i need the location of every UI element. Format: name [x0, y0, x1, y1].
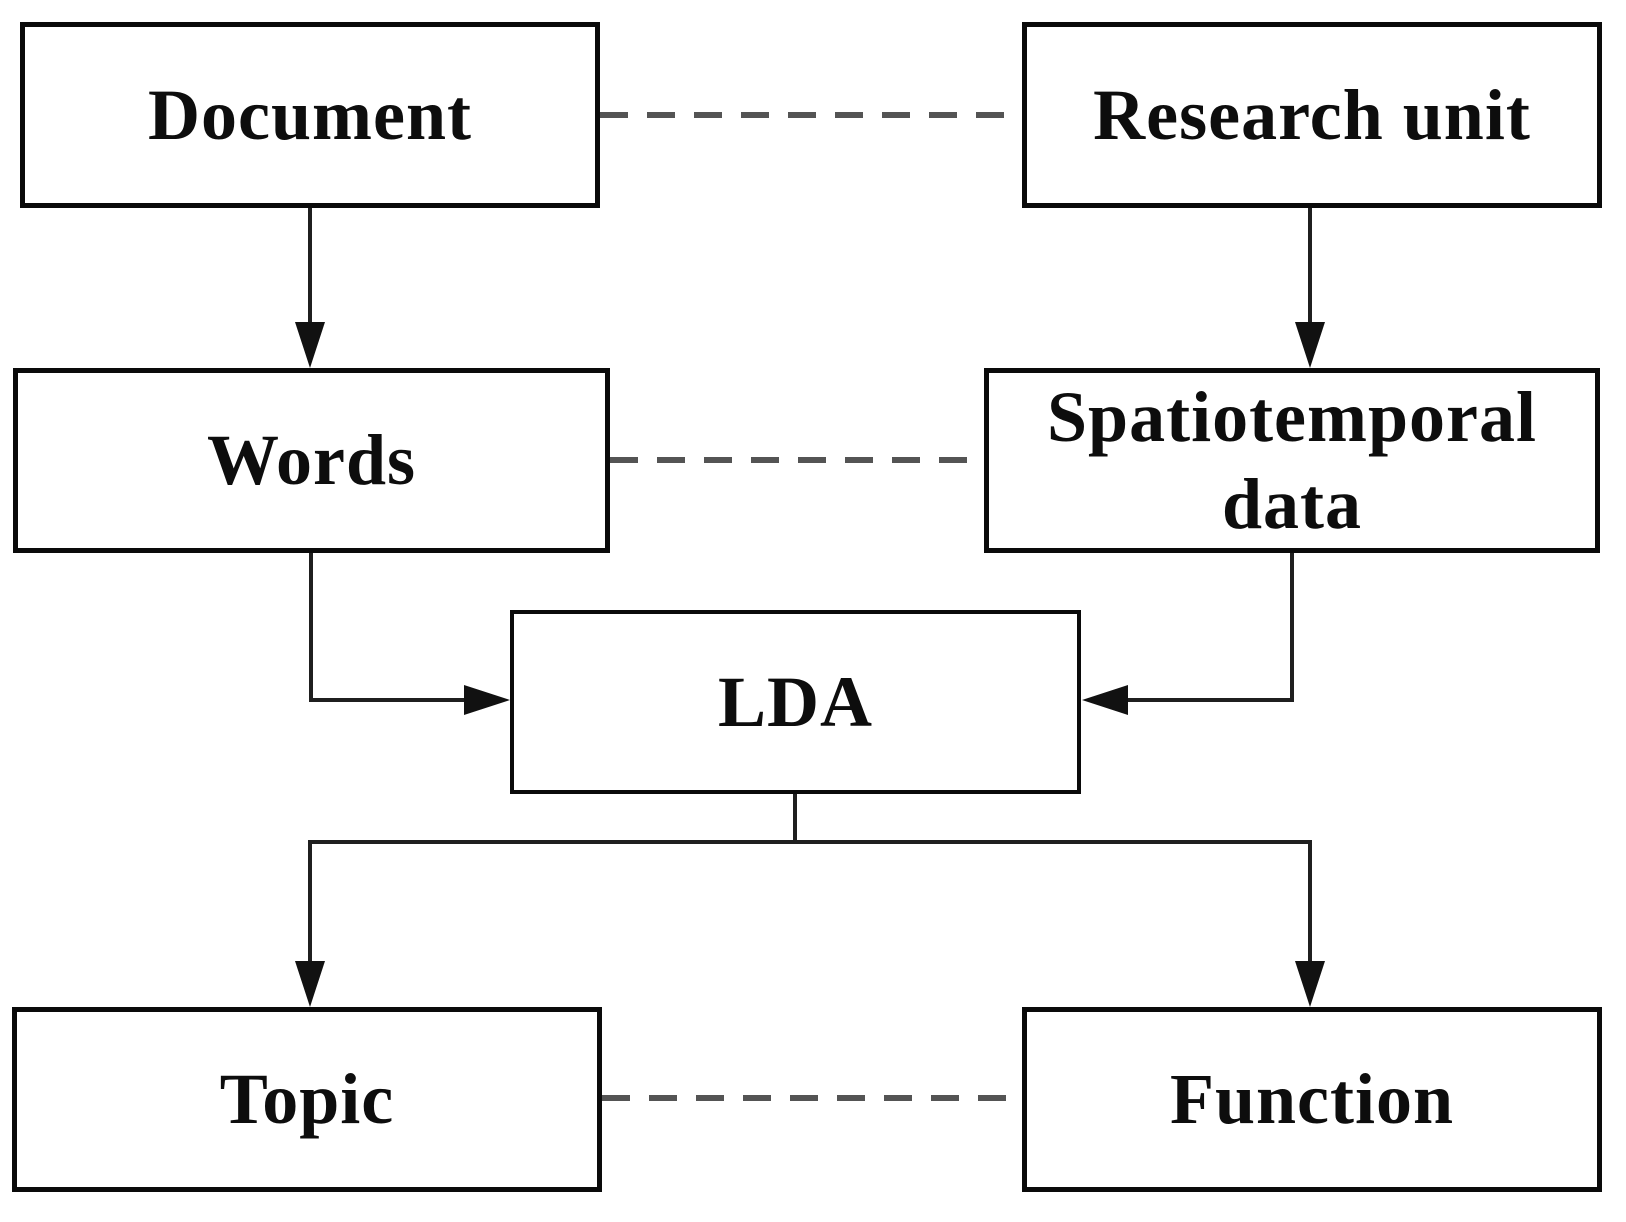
- node-function: Function: [1022, 1007, 1602, 1192]
- edge-research-spatiotemporal-arrowhead: [1295, 322, 1325, 368]
- node-research-unit: Research unit: [1022, 22, 1602, 208]
- edge-words-lda-arrowhead: [464, 685, 510, 715]
- node-research-unit-label: Research unit: [1093, 74, 1531, 155]
- edge-document-words-arrowhead: [295, 322, 325, 368]
- edge-spatiotemporal-lda-arrowhead: [1082, 685, 1128, 715]
- edge-lda-branch-stub: [793, 794, 797, 844]
- edge-words-lda-vline: [309, 553, 313, 702]
- edge-lda-topic-vline: [308, 840, 312, 963]
- node-document: Document: [20, 22, 600, 208]
- edge-research-spatiotemporal-line: [1308, 208, 1312, 326]
- edge-document-words-line: [308, 208, 312, 326]
- edge-document-research-dashed: [600, 112, 1022, 118]
- edge-lda-topic-arrowhead: [295, 961, 325, 1007]
- node-spatiotemporal-data-label: Spatiotemporal data: [1047, 377, 1537, 544]
- node-spatiotemporal-data: Spatiotemporal data: [984, 368, 1600, 553]
- edge-topic-function-dashed: [602, 1095, 1022, 1101]
- node-words-label: Words: [206, 420, 417, 501]
- node-topic-label: Topic: [219, 1059, 395, 1140]
- node-function-label: Function: [1169, 1059, 1455, 1140]
- edge-words-lda-hline: [309, 698, 465, 702]
- edge-spatiotemporal-lda-vline: [1290, 553, 1294, 702]
- edge-lda-function-vline: [1308, 840, 1312, 963]
- node-lda: LDA: [510, 610, 1081, 794]
- edge-lda-function-arrowhead: [1295, 961, 1325, 1007]
- node-document-label: Document: [148, 74, 472, 155]
- edge-words-spatiotemporal-dashed: [610, 457, 984, 463]
- edge-spatiotemporal-lda-hline: [1128, 698, 1294, 702]
- edge-lda-branch-hline: [308, 840, 1312, 844]
- node-lda-label: LDA: [717, 661, 873, 742]
- node-topic: Topic: [12, 1007, 602, 1192]
- node-words: Words: [13, 368, 610, 553]
